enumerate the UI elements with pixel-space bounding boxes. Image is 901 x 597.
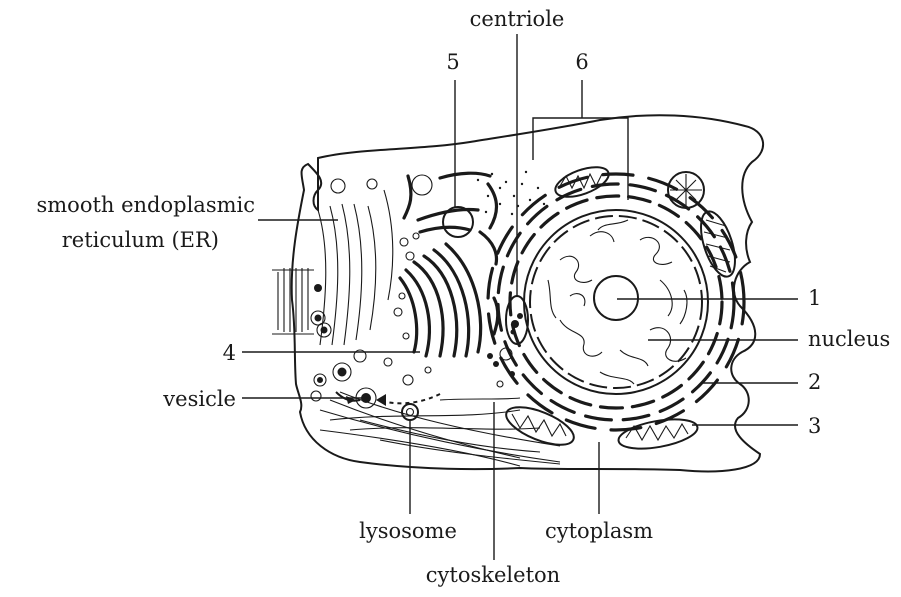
lysosome — [402, 404, 418, 420]
transport-arrows — [336, 392, 440, 406]
chromatin — [548, 220, 687, 384]
golgi-apparatus — [394, 233, 481, 385]
mitochondrion-bottom-left — [501, 400, 578, 453]
label-1: 1 — [808, 286, 821, 310]
mitochondria — [501, 161, 741, 454]
label-4: 4 — [223, 341, 236, 365]
vesicles-left — [311, 284, 392, 408]
centrosome-dots — [477, 171, 545, 215]
label-centriole: centriole — [470, 7, 565, 31]
cytoskeleton-fibres — [320, 392, 560, 466]
label-smooth-er-line2: reticulum (ER) — [62, 228, 219, 252]
label-nucleus: nucleus — [808, 327, 890, 351]
label-cytoplasm: cytoplasm — [545, 519, 653, 543]
mitochondrion-top-right — [668, 172, 704, 208]
label-2: 2 — [808, 370, 821, 394]
label-3: 3 — [808, 414, 821, 438]
label-6: 6 — [575, 50, 588, 74]
label-smooth-er-line1: smooth endoplasmic — [36, 193, 255, 217]
cell-membrane — [292, 115, 763, 471]
label-cytoskeleton: cytoskeleton — [426, 563, 560, 587]
label-lysosome: lysosome — [359, 519, 457, 543]
nucleolus — [594, 276, 638, 320]
label-5: 5 — [446, 50, 459, 74]
label-vesicle: vesicle — [162, 387, 236, 411]
